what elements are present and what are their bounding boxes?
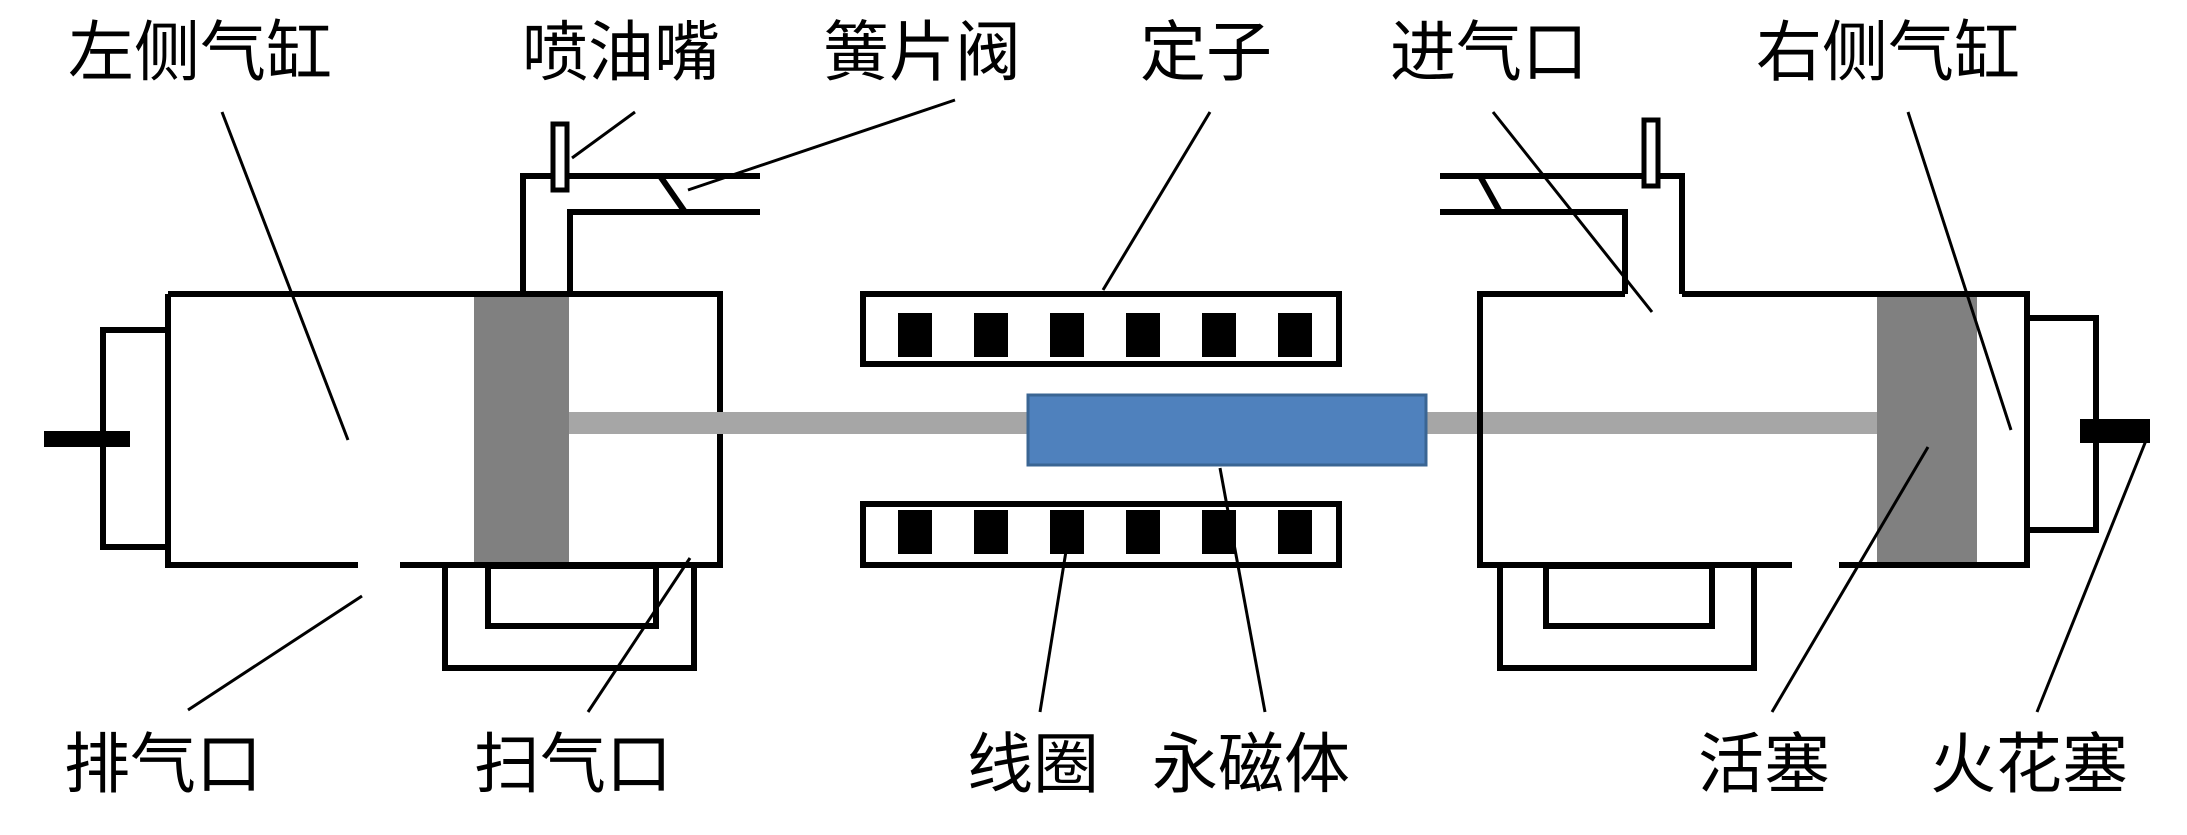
right-intake-duct-outer: [1440, 173, 1685, 294]
left-reed-valve: [657, 174, 688, 214]
leader-injector: [571, 110, 636, 160]
label-reed-valve: 簧片阀: [823, 14, 1021, 91]
label-left-cylinder: 左侧气缸: [68, 14, 332, 91]
leader-intake-port: [1491, 111, 1654, 313]
right-piston: [1877, 297, 1977, 562]
label-permanent-magnet: 永磁体: [1152, 726, 1350, 803]
leader-right-cylinder: [1906, 111, 2013, 431]
stator-lower-coils: [898, 510, 1312, 554]
label-injector: 喷油嘴: [522, 14, 720, 91]
label-coil: 线圈: [967, 726, 1099, 803]
leader-stator: [1101, 111, 1212, 291]
leader-permanent-magnet: [1218, 467, 1267, 713]
permanent-magnet: [1026, 393, 1428, 467]
left-scavenging-box: [485, 563, 659, 629]
left-injector: [550, 121, 570, 193]
leader-reed-valve: [687, 98, 956, 192]
right-intake-duct-inner: [1440, 209, 1628, 294]
leader-exhaust-port: [187, 594, 363, 712]
stator: [860, 291, 1342, 568]
left-piston: [474, 297, 569, 562]
stator-lower-frame: [860, 501, 1342, 568]
stator-upper-frame: [860, 291, 1342, 367]
label-stator: 定子: [1140, 14, 1272, 91]
label-scavenging-port: 扫气口: [474, 726, 672, 803]
leader-spark-plug: [2035, 437, 2149, 713]
label-right-cylinder: 右侧气缸: [1756, 14, 2020, 91]
stator-upper-coils: [898, 313, 1312, 357]
label-intake-port: 进气口: [1390, 14, 1588, 91]
leader-lines: [187, 98, 2149, 713]
left-intake-duct-outer: [520, 173, 760, 294]
right-scavenging-channel: [1497, 565, 1757, 671]
right-spark-plug: [2080, 419, 2150, 443]
label-exhaust-port: 排气口: [64, 726, 262, 803]
right-scavenging-box: [1543, 563, 1715, 629]
right-reed-valve: [1477, 174, 1503, 214]
left-intake-duct-inner: [567, 209, 760, 294]
leader-coil: [1038, 544, 1069, 713]
label-piston: 活塞: [1698, 726, 1830, 803]
left-spark-plug: [44, 431, 130, 447]
right-injector: [1641, 117, 1661, 189]
left-scavenging-channel: [442, 565, 697, 671]
leader-scavenging-port: [586, 557, 692, 713]
leader-left-cylinder: [220, 111, 350, 441]
label-spark-plug: 火花塞: [1930, 726, 2128, 803]
leader-piston: [1770, 446, 1930, 713]
right-cylinder: [1440, 173, 2099, 671]
